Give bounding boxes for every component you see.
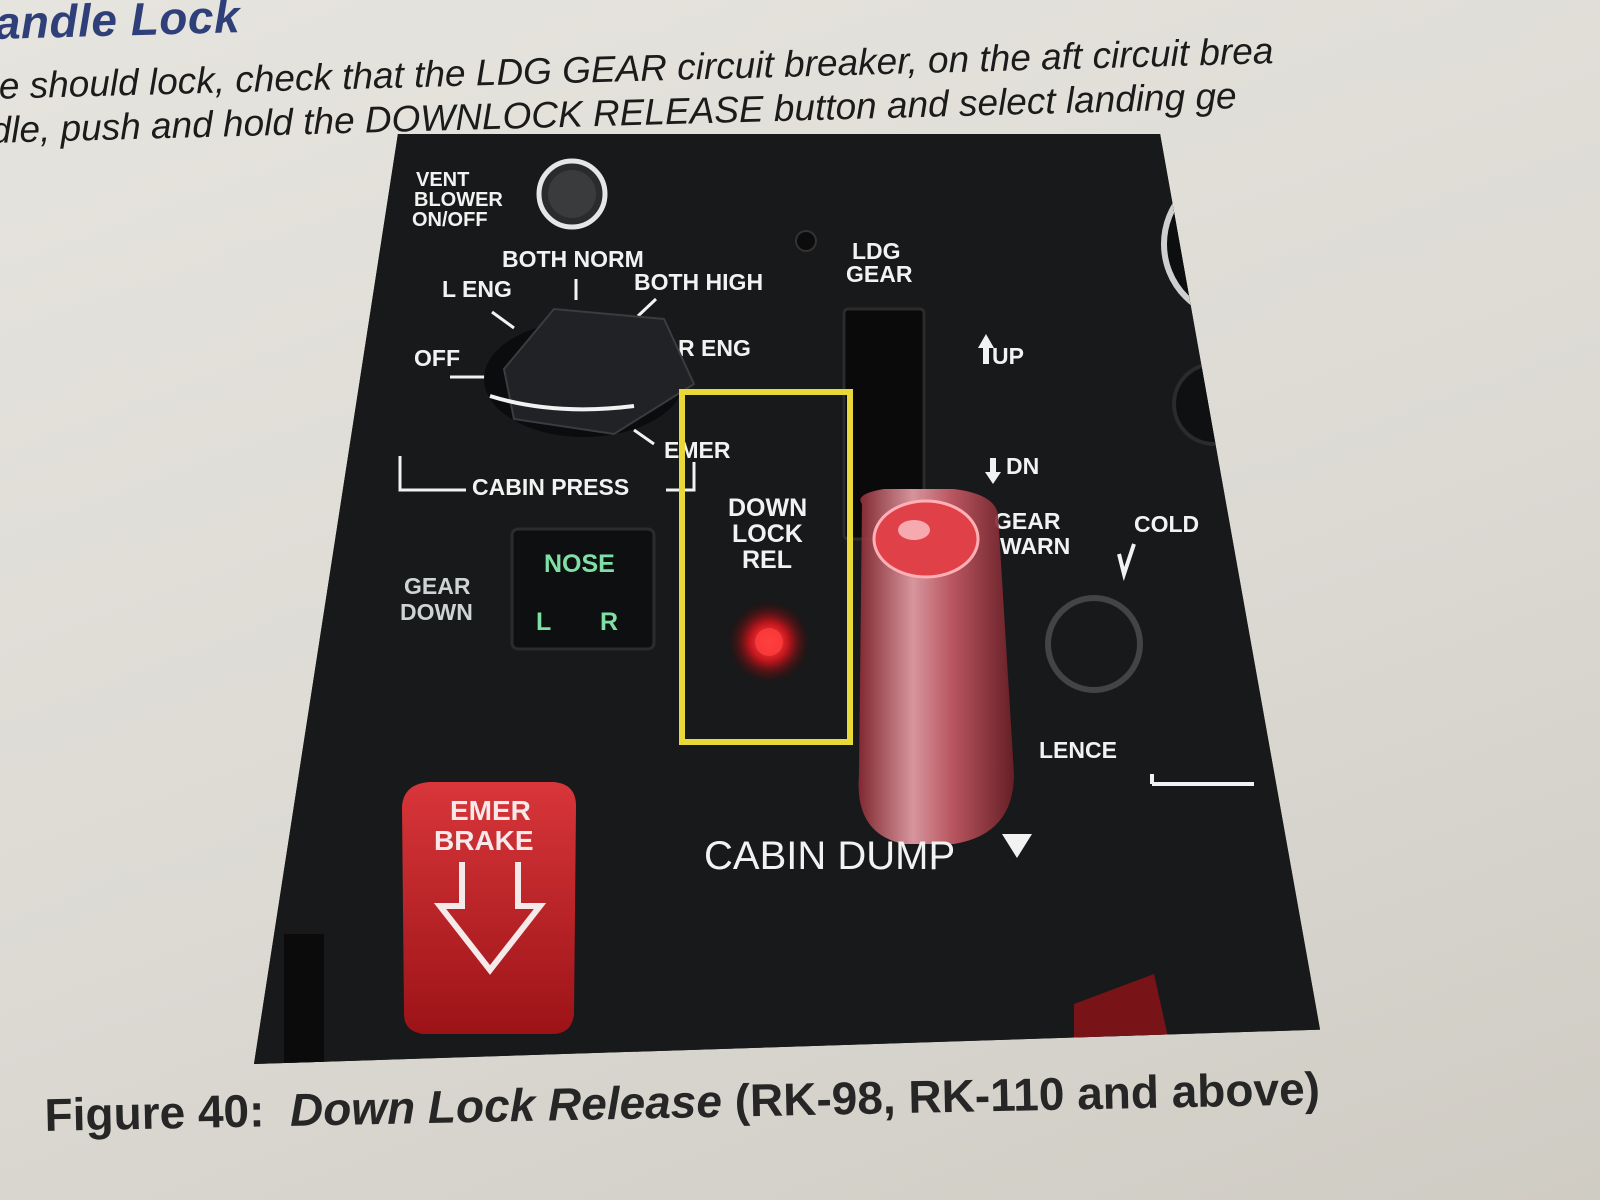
emer-brake-label-1: EMER (450, 795, 531, 826)
silence-label: LENCE (1039, 737, 1117, 763)
cold-pointer-icon (1117, 543, 1136, 582)
down-lock-rel-label-1: DOWN (728, 494, 807, 522)
emergency-brake-handle[interactable]: EMER BRAKE (402, 782, 576, 1034)
gear-down-indicator-panel (510, 527, 656, 651)
cabin-press-label: CABIN PRESS (472, 474, 629, 500)
gauge-icon (1161, 166, 1317, 322)
both-norm-label: BOTH NORM (502, 246, 644, 272)
pull-arrow-icon (433, 862, 547, 975)
knob-icon (1172, 362, 1256, 446)
svg-text:BLOWER: BLOWER (414, 189, 503, 211)
cabin-press-selector-knob[interactable] (484, 307, 696, 437)
gear-down-label-2: DOWN (400, 599, 473, 625)
figure-caption: Figure 40: Down Lock Release (RK-98, RK-… (44, 1061, 1320, 1142)
cabin-dump-arrow-icon (1002, 834, 1032, 858)
both-high-label: BOTH HIGH (634, 269, 763, 295)
cabin-dump-label: CABIN DUMP (704, 834, 955, 878)
left-gear-light: L (536, 608, 551, 636)
gear-warn-button[interactable] (1045, 595, 1143, 693)
down-lock-rel-label-3: REL (742, 546, 792, 574)
nose-gear-light: NOSE (544, 550, 615, 578)
selector-tick-marks (398, 279, 696, 492)
right-gear-light: R (600, 608, 618, 636)
ldg-gear-label-2: GEAR (846, 261, 913, 287)
gear-up-label: UP (992, 343, 1024, 369)
svg-text:ON/OFF: ON/OFF (412, 209, 488, 231)
down-lock-rel-label-2: LOCK (732, 520, 803, 548)
panel-illustration: VENT BLOWER ON/OFF BOTH NORM L ENG BOTH … (254, 134, 1320, 1064)
highlight-box (679, 389, 853, 745)
figure-models: (RK-98, RK-110 and above) (734, 1062, 1321, 1127)
figure-description: Down Lock Release (289, 1074, 723, 1136)
cold-label: COLD (1134, 511, 1199, 537)
vent-blower-label: VENT BLOWER ON/OFF (412, 169, 503, 231)
figure-label: Figure 40: (44, 1084, 265, 1141)
cockpit-panel-photo: VENT BLOWER ON/OFF BOTH NORM L ENG BOTH … (254, 134, 1320, 1064)
gear-warn-label-2: WARN (1000, 533, 1070, 559)
off-label: OFF (414, 345, 460, 371)
emer-label: EMER (664, 437, 731, 463)
svg-text:VENT: VENT (416, 169, 469, 191)
emer-brake-label-2: BRAKE (434, 825, 534, 856)
gear-arrows (978, 334, 1001, 484)
gear-warn-label-1: GEAR (994, 508, 1061, 534)
gear-down-label-1: GEAR (404, 573, 471, 599)
l-eng-label: L ENG (442, 276, 512, 302)
landing-gear-handle[interactable] (858, 489, 1014, 844)
indicator-light-icon (795, 230, 817, 252)
r-eng-label: R ENG (678, 335, 751, 361)
gear-dn-label: DN (1006, 453, 1039, 479)
bottom-left-shadow (284, 934, 324, 1064)
section-heading: andle Lock (0, 0, 241, 49)
ldg-gear-label-1: LDG (852, 238, 901, 264)
